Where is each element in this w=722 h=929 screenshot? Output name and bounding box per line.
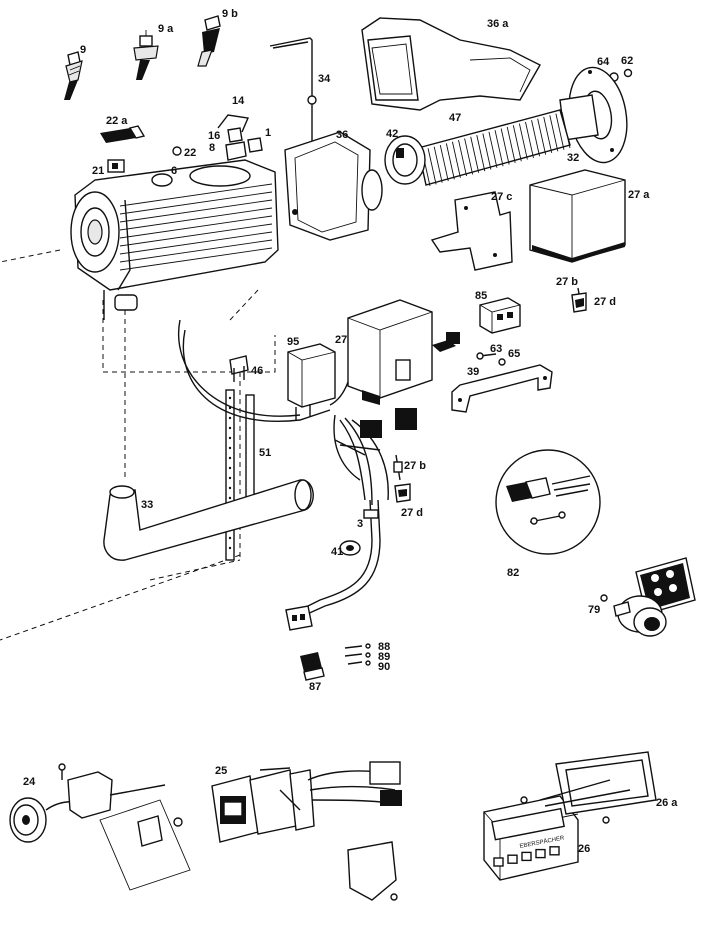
- control-unit-27: [347, 299, 460, 405]
- label-1: 1: [265, 127, 271, 139]
- label-90: 90: [378, 661, 390, 673]
- gasket-22a: [100, 125, 146, 143]
- label-22: 22: [184, 147, 196, 159]
- label-88: 88: [378, 641, 390, 653]
- label-27c: 27 c: [491, 191, 512, 203]
- part-labels: 9 9 a 9 b 36 a 34 64 62 22 a 14 16 1 8 2…: [23, 8, 678, 855]
- label-36: 36: [336, 129, 348, 141]
- label-14: 14: [232, 95, 245, 107]
- label-87: 87: [309, 681, 321, 693]
- label-63: 63: [490, 343, 502, 355]
- label-26a: 26 a: [656, 797, 678, 809]
- label-51: 51: [259, 447, 271, 459]
- label-64: 64: [597, 56, 610, 68]
- label-8: 8: [209, 142, 215, 154]
- label-9b: 9 b: [222, 8, 238, 20]
- relay-85: [479, 297, 521, 334]
- timer-unit-25: [211, 761, 402, 901]
- label-95: 95: [287, 336, 299, 348]
- label-41: 41: [331, 546, 343, 558]
- bracket-27c: [430, 191, 513, 271]
- label-27a: 27 a: [628, 189, 650, 201]
- bracket-39: [451, 364, 553, 413]
- grommet-41: [339, 540, 361, 556]
- label-27b: 27 b: [404, 460, 426, 472]
- label-27: 27: [335, 334, 347, 346]
- bracket-21: [107, 159, 125, 173]
- label-16: 16: [208, 130, 220, 142]
- housing-36: [284, 131, 383, 241]
- wiring-harness: [178, 319, 417, 616]
- connector-kit-82: [495, 449, 601, 555]
- label-82: 82: [507, 567, 519, 579]
- label-32: 32: [567, 152, 579, 164]
- label-27b-top: 27 b: [556, 276, 578, 288]
- glow-plug-9a: [133, 30, 159, 80]
- label-27d-top: 27 d: [594, 296, 616, 308]
- label-9: 9: [80, 44, 86, 56]
- label-34: 34: [318, 73, 331, 85]
- clip-14: [217, 114, 250, 133]
- label-46: 46: [251, 365, 263, 377]
- nut-62: [623, 68, 633, 78]
- timer-gauge-24: [9, 763, 191, 891]
- digital-timer-26: EBERSPÄCHER: [483, 795, 579, 881]
- clip-46: [229, 355, 249, 382]
- label-89: 89: [378, 651, 390, 663]
- label-6: 6: [171, 165, 177, 177]
- label-21: 21: [92, 165, 104, 177]
- nut-65: [498, 358, 506, 366]
- label-36a: 36 a: [487, 18, 509, 30]
- label-65: 65: [508, 348, 520, 360]
- sensor-8: [225, 141, 247, 161]
- exhaust-pipe-33: [103, 479, 314, 561]
- label-85: 85: [475, 290, 487, 302]
- heat-exchanger-body: [70, 159, 279, 320]
- label-3: 3: [357, 518, 363, 530]
- label-62: 62: [621, 55, 633, 67]
- relay-95: [287, 343, 336, 420]
- control-unit-27a: [529, 169, 626, 263]
- screw-63: [476, 352, 497, 360]
- label-79: 79: [588, 604, 600, 616]
- label-26: 26: [578, 843, 590, 855]
- tube-51: [225, 389, 255, 561]
- flexible-hose-47: [417, 109, 571, 187]
- glow-plug-9: [64, 51, 83, 100]
- hose-clamp-42: [384, 135, 426, 185]
- label-9a: 9 a: [158, 23, 174, 35]
- label-24: 24: [23, 776, 36, 788]
- label-33: 33: [141, 499, 153, 511]
- outlet-hood-36a: [361, 17, 541, 111]
- label-25: 25: [215, 765, 227, 777]
- fuse-27b-mid: [393, 454, 403, 481]
- switch-79: [600, 594, 667, 637]
- fuse-holder-27b-top: [571, 287, 587, 313]
- label-27d: 27 d: [401, 507, 423, 519]
- frame-26a: [520, 751, 657, 824]
- temperature-rod-34: [269, 37, 317, 185]
- label-39: 39: [467, 366, 479, 378]
- label-42: 42: [386, 128, 398, 140]
- connector-plug-87: [285, 605, 325, 681]
- label-47: 47: [449, 112, 461, 124]
- terminals-88-89-90: [344, 643, 371, 666]
- part-1: [247, 137, 263, 153]
- glow-plug-9b: [197, 15, 221, 67]
- washer-22: [172, 146, 182, 156]
- label-22a: 22 a: [106, 115, 128, 127]
- mounting-flange-32: [559, 66, 628, 164]
- spring-16: [227, 127, 243, 143]
- fuse-holder-27d-mid: [394, 483, 411, 503]
